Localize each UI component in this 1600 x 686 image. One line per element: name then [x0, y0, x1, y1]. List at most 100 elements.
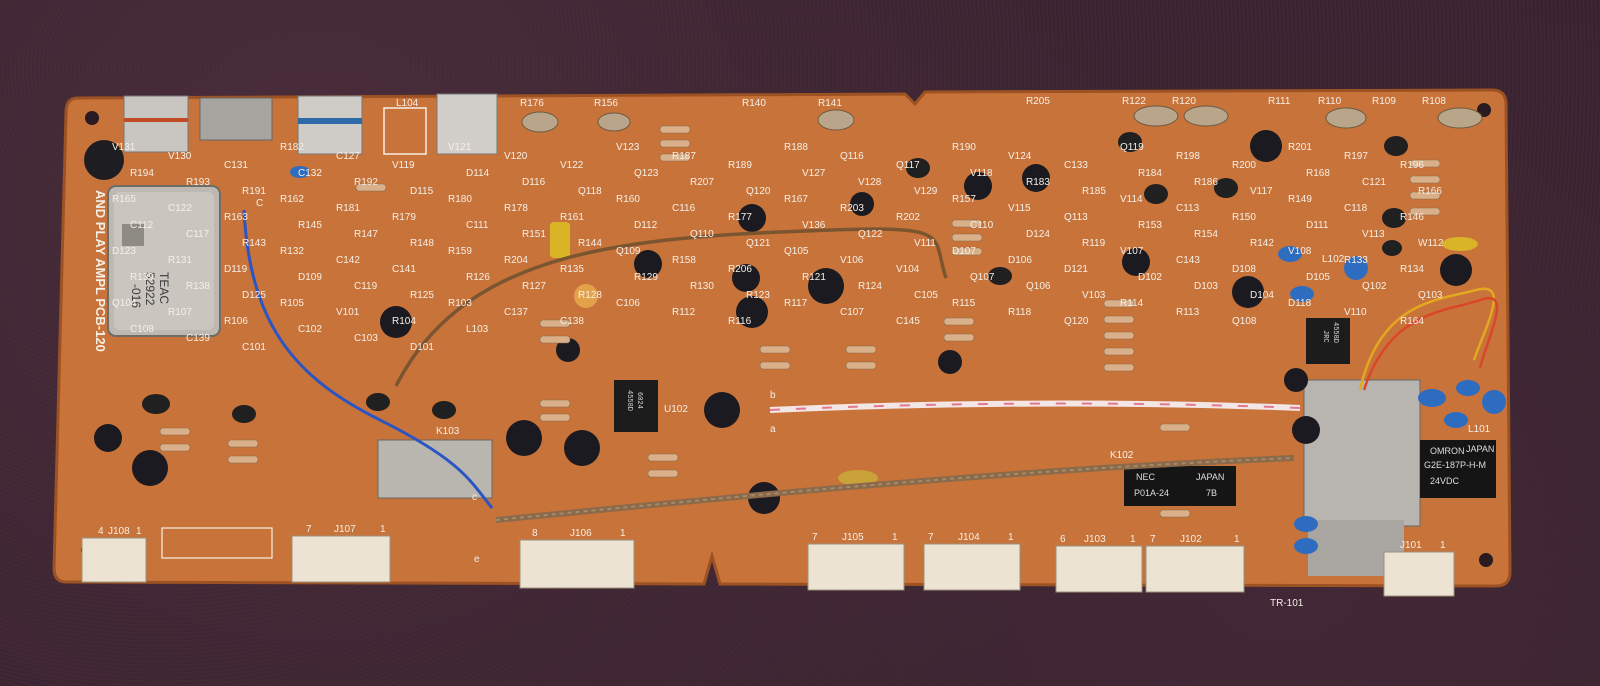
silk-part-label: R198	[1176, 151, 1200, 162]
silk-part-label: R104	[392, 316, 416, 327]
j104-label: J104	[958, 532, 980, 543]
silk-part-label: R157	[952, 194, 976, 205]
can-stripe	[298, 118, 362, 124]
silk-part-label: V104	[896, 264, 920, 275]
j108-label: J108	[108, 526, 130, 537]
j101-pin-right: 1	[1440, 540, 1446, 551]
ic-u1-part: 4558D	[1331, 322, 1339, 343]
ic-u1	[1306, 318, 1350, 364]
silk-part-label: D111	[1306, 220, 1329, 231]
silk-part-label: Q109	[616, 246, 641, 257]
silk-part-label: R105	[280, 298, 304, 309]
silk-part-label: R142	[1250, 238, 1274, 249]
silk-part-label: R204	[504, 255, 528, 266]
j106-label: J106	[570, 528, 592, 539]
silk-part-label: R160	[616, 194, 640, 205]
silk-part-label: C102	[298, 324, 322, 335]
silk-part-label: C103	[354, 333, 378, 344]
yellow-wire	[1358, 287, 1495, 391]
silk-part-label: R163	[224, 212, 248, 223]
silk-part-label: C137	[504, 307, 528, 318]
silk-part-label: V122	[560, 160, 584, 171]
silk-part-label: V128	[858, 177, 882, 188]
j103-pin-right: 1	[1130, 534, 1136, 545]
silk-part-label: V113	[1362, 229, 1385, 240]
ceramic-caps	[290, 166, 1506, 554]
silk-part-label: R148	[410, 238, 434, 249]
silk-part-label: Q103	[1418, 290, 1443, 301]
k102-country: JAPAN	[1196, 472, 1224, 482]
silk-part-label: R207	[690, 177, 714, 188]
silk-part-label: C116	[672, 203, 696, 214]
silk-part-label: C108	[130, 324, 154, 335]
j107-pin-left: 7	[306, 524, 312, 535]
silk-part-label: R180	[448, 194, 472, 205]
j104-pin-left: 7	[928, 532, 934, 543]
j105-pin-left: 7	[812, 532, 818, 543]
j102-label: J102	[1180, 534, 1202, 545]
silk-part-label: R113	[1176, 307, 1200, 318]
electrolytic-cap	[84, 140, 124, 180]
silk-part-label: V130	[168, 151, 192, 162]
label-b: b	[770, 390, 776, 401]
omron-brand: OMRON	[1430, 446, 1465, 456]
silk-part-label: R107	[168, 307, 192, 318]
silk-ref-label: R205	[1026, 96, 1050, 107]
silk-part-label: D109	[298, 272, 322, 283]
silk-part-label: R187	[672, 151, 696, 162]
silk-part-label: R128	[578, 290, 602, 301]
silk-part-label: C141	[392, 264, 416, 275]
silk-part-label: C118	[1344, 203, 1368, 214]
silk-part-label: Q106	[1026, 281, 1051, 292]
silk-part-label: V108	[1288, 246, 1312, 257]
silk-part-label: V115	[1008, 203, 1031, 214]
silk-part-label: R114	[1120, 298, 1144, 309]
silk-part-label: C122	[168, 203, 192, 214]
silk-part-label: R149	[1288, 194, 1312, 205]
pink-wire-stripe	[769, 402, 1301, 411]
silk-ref-label: R156	[594, 98, 618, 109]
silk-ref-label: R108	[1422, 96, 1446, 107]
silk-part-label: R134	[1400, 264, 1424, 275]
silk-part-label: V127	[802, 168, 826, 179]
silk-part-label: C106	[616, 298, 640, 309]
silk-part-label: Q110	[690, 229, 714, 240]
silk-part-label: V123	[616, 142, 640, 153]
silk-part-label: V124	[1008, 151, 1032, 162]
transformer-brand: TEAC	[157, 272, 171, 304]
silk-part-label: V131	[112, 142, 136, 153]
silk-part-label: R167	[784, 194, 808, 205]
silk-part-label: R138	[186, 281, 210, 292]
silk-part-label: Q121	[746, 238, 771, 249]
silk-part-label: R143	[242, 238, 266, 249]
silk-part-label: D102	[1138, 272, 1162, 283]
silk-part-label: Q119	[1120, 142, 1144, 153]
silk-part-label: R118	[1008, 307, 1032, 318]
silk-part-label: R117	[784, 298, 808, 309]
silk-part-label: R201	[1288, 142, 1312, 153]
j106-pin-right: 1	[620, 528, 626, 539]
silk-part-label: R182	[280, 142, 304, 153]
silk-part-label: R164	[1400, 316, 1424, 327]
k102-ref: K102	[1110, 450, 1134, 461]
connector-bodies	[81, 535, 1455, 597]
silk-part-label: R130	[690, 281, 714, 292]
part-labels: V131V130C131R182C127V119V121V120V122V123…	[112, 142, 1444, 353]
silk-part-label: V101	[336, 307, 360, 318]
silk-part-label: D114	[466, 168, 490, 179]
silk-part-label: C138	[560, 316, 584, 327]
j106-pin-left: 8	[532, 528, 538, 539]
label-c: C	[256, 198, 263, 209]
j103-label: J103	[1084, 534, 1106, 545]
silk-part-label: D123	[112, 246, 136, 257]
shielded-brown-wire-twist	[495, 457, 1295, 521]
silk-part-label: R135	[560, 264, 584, 275]
silk-part-label: Q105	[784, 246, 809, 257]
silk-part-label: R161	[560, 212, 584, 223]
board-title: AND PLAY AMPL PCB-120	[93, 190, 108, 352]
silk-part-label: R123	[746, 290, 770, 301]
silk-part-label: Q120	[746, 186, 771, 197]
silk-part-label: D115	[410, 186, 434, 197]
silk-part-label: Q116	[840, 151, 864, 162]
